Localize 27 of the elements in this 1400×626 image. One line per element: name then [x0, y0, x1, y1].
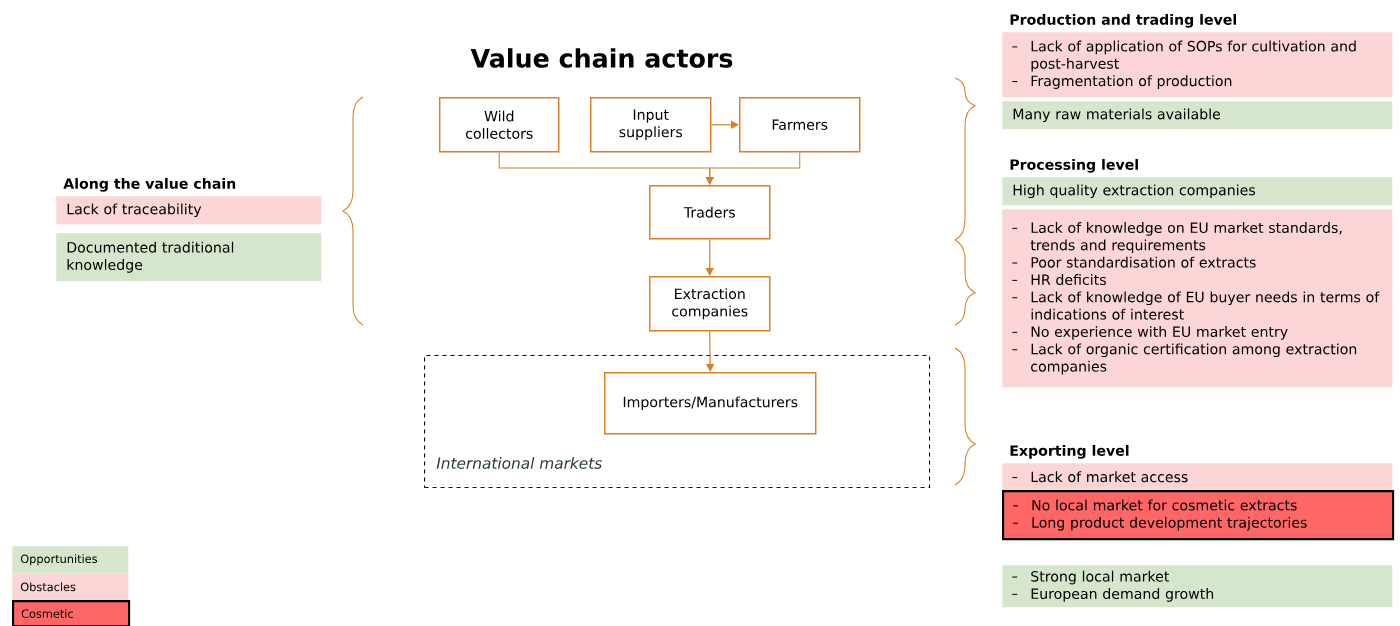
obstacle-box: Lack of application of SOPs for cultivation and post-harvest Fragmentation of production [1002, 32, 1393, 98]
opportunity-box: Documented traditional knowledge [56, 233, 322, 282]
title: Value chain actors [470, 48, 733, 68]
opportunity-box: Strong local market European demand growth [1002, 565, 1393, 608]
actor-box: Traders [649, 185, 771, 240]
legend-item: Obstacles [12, 573, 129, 601]
actor-box: Wild collectors [439, 97, 560, 153]
legend-item: Opportunities [12, 546, 129, 574]
actor-box: Farmers [739, 97, 861, 153]
arrow [706, 330, 715, 372]
opportunity-box: Many raw materials available [1002, 101, 1393, 130]
actor-box: Importers/Manufacturers [604, 372, 817, 435]
cosmetic-box: No local market for cosmetic extracts Long product development trajectories [1002, 490, 1395, 541]
section-heading: Exporting level [1010, 444, 1129, 459]
opportunity-box: High quality extraction companies [1002, 177, 1393, 206]
legend-item: Cosmetic [12, 600, 131, 626]
section-heading: Processing level [1010, 158, 1138, 173]
arrow [705, 238, 714, 276]
obstacle-box: Lack of market access [1002, 463, 1393, 491]
section-heading: Production and trading level [1010, 13, 1237, 28]
section-heading: Along the value chain [63, 177, 236, 192]
actor-box: Extraction companies [649, 276, 771, 332]
obstacle-box: Lack of traceability [56, 196, 322, 225]
arrow [710, 120, 739, 129]
actor-box: Input suppliers [590, 97, 712, 153]
arrow [705, 151, 801, 185]
obstacle-box: Lack of knowledge on EU market standards, trends and requirements Poor standardisation of extracts HR deficits Lack of knowledge of EU buyer needs in terms of indications of interest No experience with EU market entry Lack of organic certification among extraction companies [1002, 209, 1393, 388]
